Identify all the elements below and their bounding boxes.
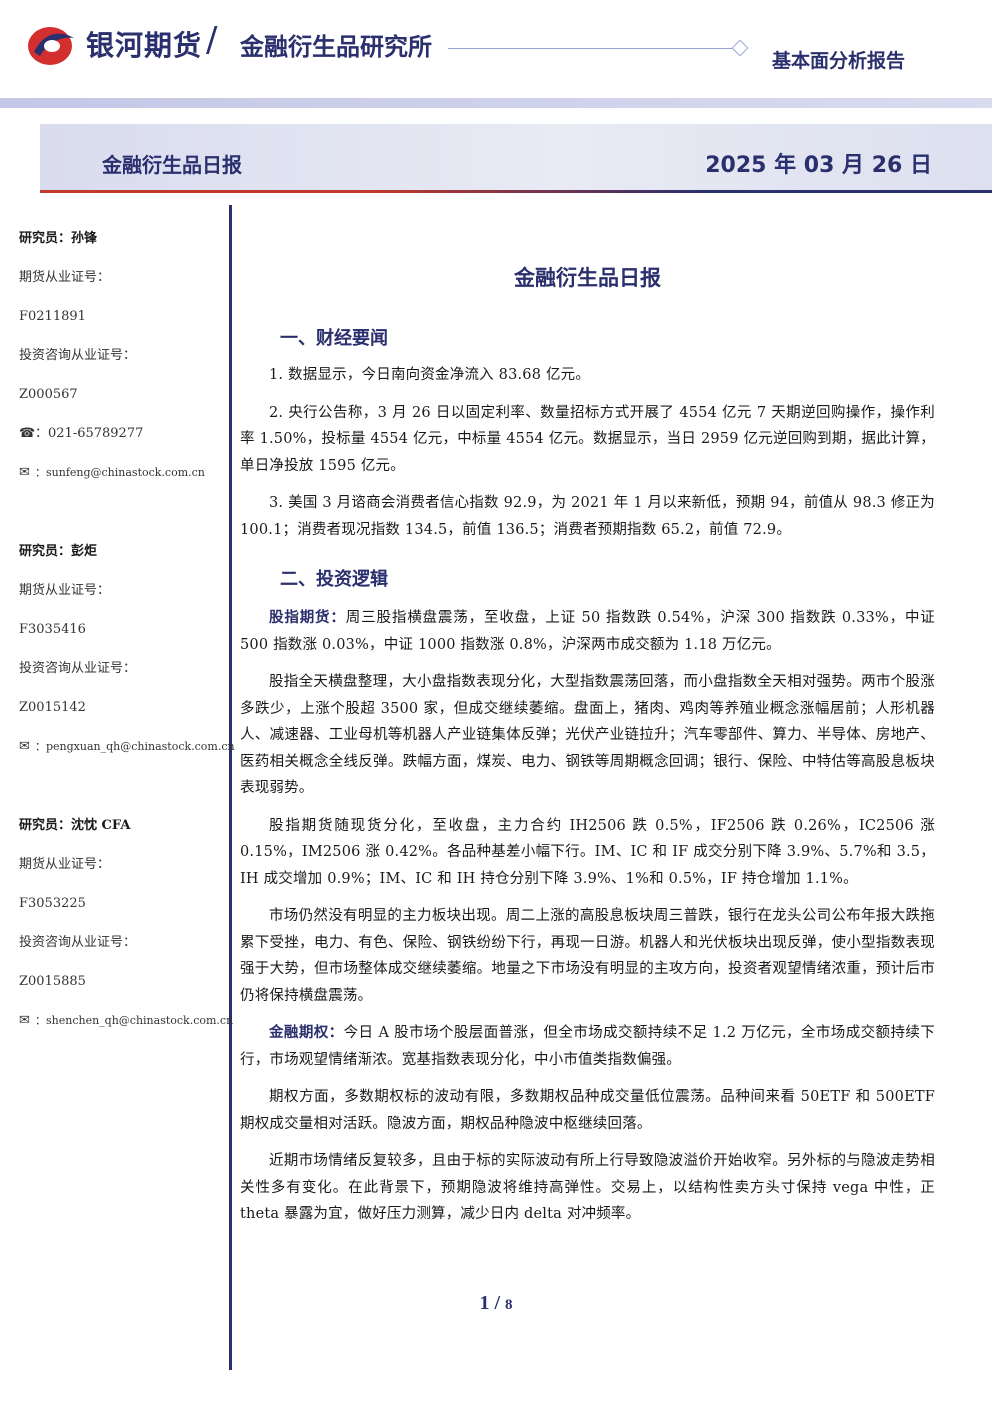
header-divider [448,48,734,49]
report-date: 2025 年 03 月 26 日 [705,153,932,178]
financial-options-para: 金融期权：今日 A 股市场个股层面普涨，但全市场成交额持续不足 1.2 万亿元，… [240,1020,935,1073]
futures-cert-label: 期货从业证号： [19,857,111,872]
sidebar-divider [229,205,232,1370]
consult-cert-number: Z000567 [19,387,78,402]
phone-icon: ☎ [19,426,36,441]
header-band [0,98,992,108]
analyst-sidebar: 研究员：孙锋 期货从业证号： F0211891 投资咨询从业证号： Z00056… [19,228,235,1049]
stock-index-futures-text: 周三股指横盘震荡，至收盘，上证 50 指数跌 0.54%，沪深 300 指数跌 … [240,610,936,653]
envelope-icon: ✉ [19,465,30,480]
consult-cert-label: 投资咨询从业证号： [19,935,137,950]
analyst-block: 研究员：彭炬 期货从业证号： F3035416 投资咨询从业证号： Z00151… [19,541,235,775]
news-item-2: 2. 央行公告称，3 月 26 日以固定利率、数量招标方式开展了 4554 亿元… [240,404,935,474]
section-title-news: 一、财经要闻 [280,328,388,349]
options-overview-para: 期权方面，多数期权标的波动有限，多数期权品种成交量低位震荡。品种间来看 50ET… [240,1089,935,1132]
report-body: 金融衍生品日报 一、财经要闻 1. 数据显示，今日南向资金净流入 83.68 亿… [240,262,935,1228]
consult-cert-number: Z0015142 [19,700,86,715]
header-slash: / [206,20,218,60]
email-address[interactable]: ：pengxuan_qh@chinastock.com.cn [35,740,235,753]
diamond-icon [731,39,749,57]
report-type: 基本面分析报告 [772,50,906,72]
total-pages: 8 [505,1297,513,1313]
futures-cert-number: F3053225 [19,896,86,911]
futures-detail-para: 股指期货随现货分化，至收盘，主力合约 IH2506 跌 0.5%，IF2506 … [240,817,935,887]
market-outlook-para: 市场仍然没有明显的主力板块出现。周二上涨的高股息板块周三普跌，银行在龙头公司公布… [240,908,935,1004]
document-title: 金融衍生品日报 [514,266,661,290]
email-row: ✉ ：shenchen_qh@chinastock.com.cn [19,1010,233,1049]
options-strategy-para: 近期市场情绪反复较多，且由于标的实际波动有所上行导致隐波溢价开始收窄。另外标的与… [240,1153,935,1222]
email-row: ✉ ：sunfeng@chinastock.com.cn [19,462,224,501]
consult-cert-number: Z0015885 [19,974,86,989]
futures-cert-label: 期货从业证号： [19,270,111,285]
page-number: 1 / 8 [0,1292,992,1315]
analyst-block: 研究员：沈忱 CFA 期货从业证号： F3053225 投资咨询从业证号： Z0… [19,815,233,1049]
envelope-icon: ✉ [19,739,30,754]
title-band [40,124,992,192]
news-item-3: 3. 美国 3 月谘商会消费者信心指数 92.9，为 2021 年 1 月以来新… [240,495,935,538]
analyst-name: 研究员：彭炬 [19,544,98,559]
news-item-1: 1. 数据显示，今日南向资金净流入 83.68 亿元。 [269,367,591,383]
stock-index-futures-label: 股指期货： [269,609,346,626]
report-series-title: 金融衍生品日报 [102,153,242,177]
analyst-block: 研究员：孙锋 期货从业证号： F0211891 投资咨询从业证号： Z00056… [19,228,224,501]
phone-number: ：021-65789277 [35,426,144,441]
financial-options-text: 今日 A 股市场个股层面普涨，但全市场成交额持续不足 1.2 万亿元，全市场成交… [240,1025,936,1068]
stock-index-futures-para: 股指期货：周三股指横盘震荡，至收盘，上证 50 指数跌 0.54%，沪深 300… [240,605,935,658]
consult-cert-label: 投资咨询从业证号： [19,348,137,363]
futures-cert-number: F0211891 [19,309,86,324]
financial-options-label: 金融期权： [269,1024,344,1041]
email-row: ✉ ：pengxuan_qh@chinastock.com.cn [19,736,235,775]
company-logo-icon [28,27,74,65]
consult-cert-label: 投资咨询从业证号： [19,661,137,676]
company-name: 银河期货 [86,29,203,62]
market-overview-para: 股指全天横盘整理，大小盘指数表现分化，大型指数震荡回落，而小盘指数全天相对强势。… [240,674,935,796]
section-title-logic: 二、投资逻辑 [280,569,388,590]
page-separator: / [489,1292,506,1314]
futures-cert-label: 期货从业证号： [19,583,111,598]
phone-row: ☎：021-65789277 [19,423,224,462]
title-band-underline [40,190,992,193]
analyst-name: 研究员：沈忱 CFA [19,818,131,833]
current-page: 1 [479,1292,490,1314]
futures-cert-number: F3035416 [19,622,86,637]
institute-name: 金融衍生品研究所 [240,33,432,61]
email-address[interactable]: ：sunfeng@chinastock.com.cn [35,466,205,479]
email-address[interactable]: ：shenchen_qh@chinastock.com.cn [35,1014,234,1027]
envelope-icon: ✉ [19,1013,30,1028]
analyst-name: 研究员：孙锋 [19,231,98,246]
